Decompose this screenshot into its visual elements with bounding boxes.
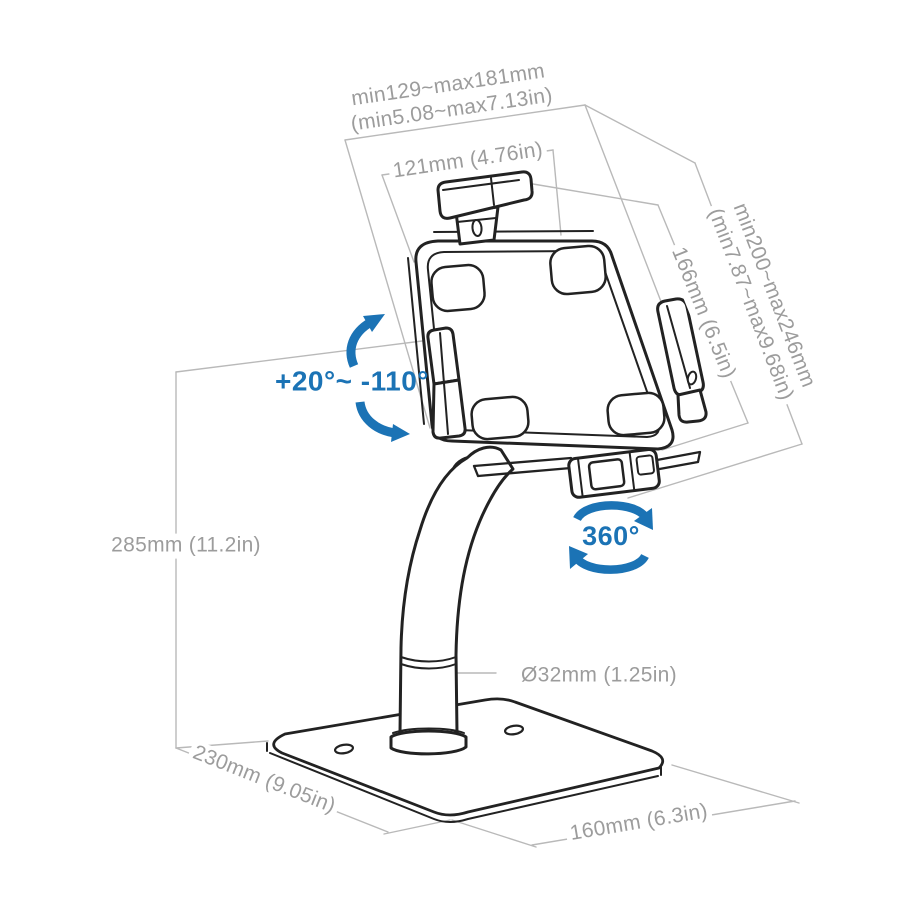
tilt-range-label: +20°~ -110°: [274, 365, 430, 397]
side-clamp-right: [656, 297, 708, 424]
tilt-arrow-up-icon: [346, 314, 385, 368]
rotation-360-icon: [569, 501, 653, 574]
screw-hole: [503, 724, 525, 736]
swivel-range-label: 360°: [582, 521, 640, 552]
pole-collar: [389, 729, 468, 756]
support-arm: [389, 445, 515, 756]
dim-label-column-height: 285mm (11.2in): [107, 533, 265, 559]
side-clamp-left: [426, 326, 467, 440]
lock-latch: [567, 447, 661, 499]
corner-pad: [470, 395, 530, 441]
corner-pad: [549, 244, 607, 296]
base-plate: [266, 697, 665, 823]
tablet-holder: [407, 170, 708, 499]
dim-label-pole-diameter: Ø32mm (1.25in): [521, 663, 677, 687]
top-clamp-bar: [436, 170, 534, 220]
tilt-arrow-down-icon: [355, 401, 410, 442]
corner-pad: [606, 391, 666, 437]
corner-pad: [430, 263, 486, 313]
screw-hole: [333, 743, 355, 755]
